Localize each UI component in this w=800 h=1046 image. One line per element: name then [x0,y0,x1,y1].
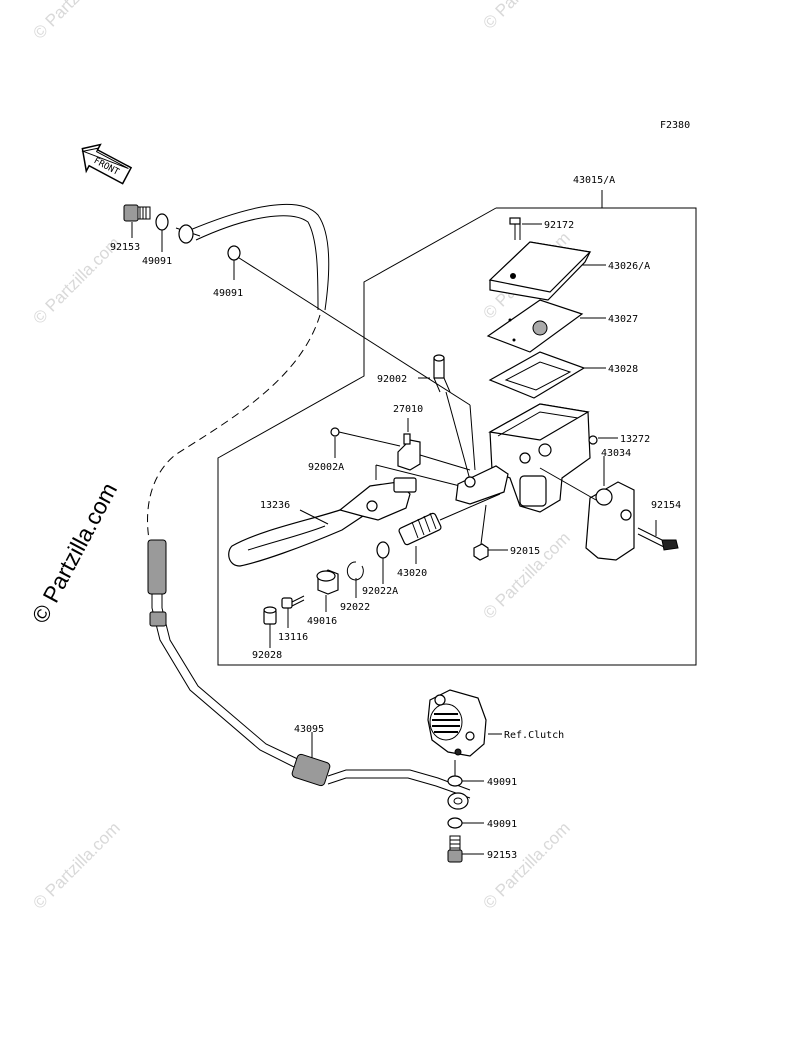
pivot-bolt-icon [433,354,451,393]
part-label: 92153 [110,242,140,253]
screw-icon [588,435,598,445]
circlip-icon [346,561,364,581]
part-labels: 43015/A 92172 43026/A 43027 43028 92002 … [110,175,681,861]
watermark: © Partzilla.com [479,818,573,912]
diaphragm-icon [488,351,586,399]
part-label: 92172 [544,220,574,231]
part-label: 92002 [377,374,407,385]
part-label: 92022A [362,586,398,597]
part-label: 49091 [487,819,517,830]
banjo-bolt-icon [447,835,463,863]
lever-holder-icon [455,465,509,505]
clutch-lever-icon [228,477,417,567]
part-label: 13116 [278,632,308,643]
clutch-slave-icon [427,689,487,757]
washer-icon [155,213,169,231]
watermark: © Partzilla.com [479,0,573,33]
master-cylinder-icon [488,403,591,513]
part-label: 49091 [142,256,172,267]
clutch-line-icon [147,539,471,799]
washer-icon [376,541,390,559]
switch-icon [397,433,421,471]
part-label: 43095 [294,724,324,735]
part-label: Ref.Clutch [504,730,564,741]
banjo-bolt-icon [123,204,151,222]
part-label: 92154 [651,500,681,511]
part-label: 43034 [601,448,631,459]
part-label: 13236 [260,500,290,511]
bolt-icon [637,527,679,551]
part-label: 43028 [608,364,638,375]
part-label: 92015 [510,546,540,557]
part-label: 13272 [620,434,650,445]
part-label: 92153 [487,850,517,861]
washer-icon [447,775,463,787]
part-label: 43015/A [573,175,615,186]
clutch-hose [147,203,330,546]
clamp-icon [585,481,635,561]
part-label: 43026/A [608,261,650,272]
banjo-fitting-icon [447,792,469,810]
part-label: 92002A [308,462,344,473]
pushrod-icon [281,595,305,628]
screw-icon [330,427,340,437]
part-label: 92028 [252,650,282,661]
part-label: 49016 [307,616,337,627]
boot-icon [316,569,339,595]
part-label: 49091 [487,777,517,788]
watermark: © Partzilla.com [29,818,123,912]
nut-icon [473,543,489,561]
diaphragm-plate-icon [486,299,584,353]
figure-code: F2380 [660,120,690,131]
reservoir-cap-icon [488,241,592,301]
cap-icon [263,606,277,625]
washer-icon [227,245,241,261]
piston-icon [398,512,442,546]
watermark: © Partzilla.com [479,528,573,622]
watermark-main: © Partzilla.com [26,478,122,627]
screw-icon [509,217,521,240]
washer-icon [447,817,463,829]
part-label: 43027 [608,314,638,325]
part-label: 92022 [340,602,370,613]
front-arrow-icon: FRONT [81,143,133,185]
part-label: 49091 [213,288,243,299]
watermark: © Partzilla.com [29,0,123,43]
assembly-frame [217,190,697,666]
part-label: 43020 [397,568,427,579]
part-label: 27010 [393,404,423,415]
